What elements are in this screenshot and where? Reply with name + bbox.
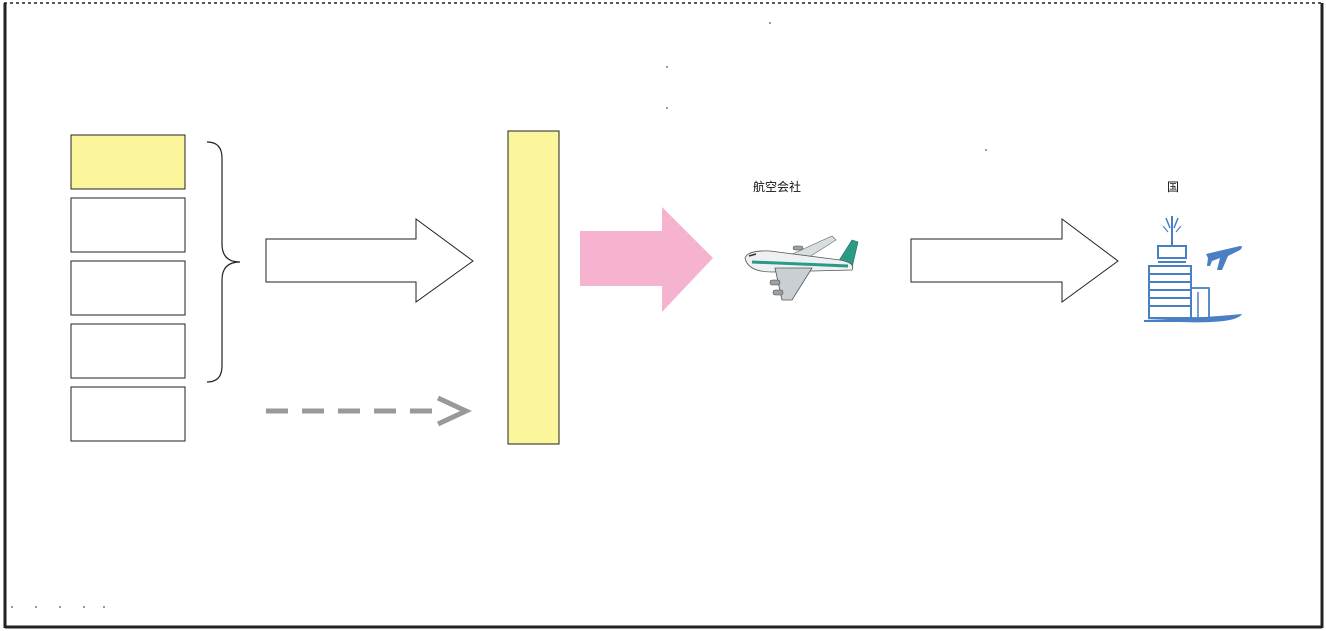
dashed-arrow bbox=[266, 395, 472, 427]
outline-arrow-1 bbox=[265, 218, 474, 303]
item-box-3 bbox=[70, 260, 186, 316]
item-box-5 bbox=[70, 386, 186, 442]
country-label: 国 bbox=[1167, 180, 1180, 194]
airline-label: 航空会社 bbox=[753, 180, 802, 194]
item-box-2 bbox=[70, 197, 186, 253]
item-box-1-highlighted bbox=[70, 134, 186, 190]
stray-dots bbox=[11, 22, 987, 608]
airplane-icon bbox=[744, 235, 859, 301]
item-box-4 bbox=[70, 323, 186, 379]
grouping-brace bbox=[206, 141, 241, 383]
pink-arrow bbox=[580, 207, 713, 312]
central-bar bbox=[507, 130, 560, 445]
airport-building-icon bbox=[1144, 216, 1242, 323]
outline-arrow-2 bbox=[910, 218, 1119, 303]
